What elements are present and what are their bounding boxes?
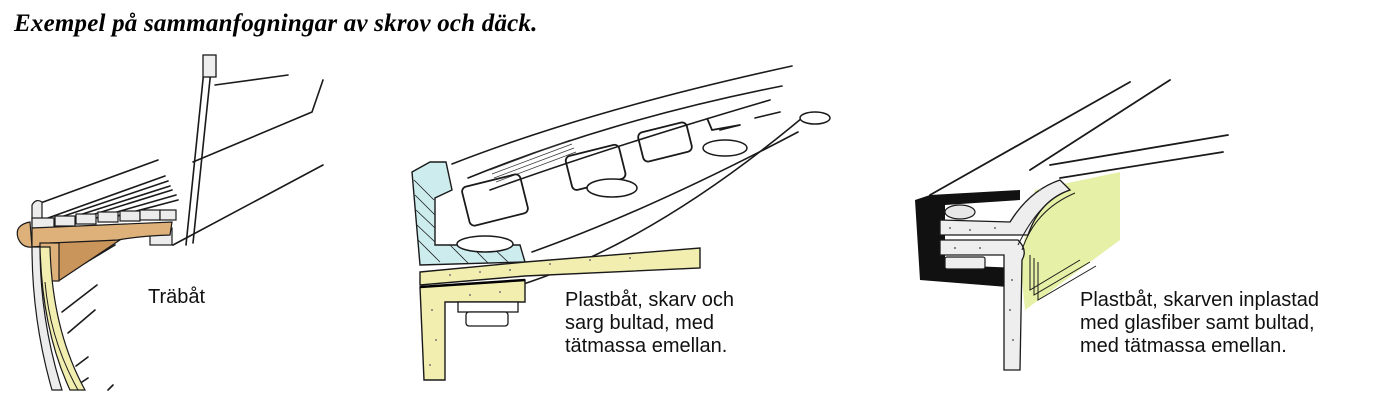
caption-wooden-boat: Träbåt xyxy=(148,286,205,309)
caption-line: tätmassa emellan. xyxy=(565,335,728,357)
caption-line: Träbåt xyxy=(148,286,206,308)
caption-line: sarg bultad, med xyxy=(565,312,714,334)
caption-plastic-bolted: Plastbåt, skarv och sarg bultad, med tät… xyxy=(565,289,734,358)
caption-line: Plastbåt, skarv och xyxy=(565,289,734,311)
caption-line: med glasfiber samt bultad, xyxy=(1080,312,1315,334)
panel-plastic-laminated: Plastbåt, skarven inplastad med glasfibe… xyxy=(900,0,1400,406)
plastic-laminated-joint-illustration xyxy=(915,79,1229,371)
caption-line: med tätmassa emellan. xyxy=(1080,335,1287,357)
panel-wooden-boat: Träbåt xyxy=(0,0,360,406)
figure-title: Exempel på sammanfogningar av skrov och … xyxy=(14,10,538,37)
plastic-bolted-joint-illustration xyxy=(411,65,831,381)
caption-plastic-laminated: Plastbåt, skarven inplastad med glasfibe… xyxy=(1080,289,1319,358)
panel-plastic-bolted: Plastbåt, skarv och sarg bultad, med tät… xyxy=(390,0,870,406)
wooden-boat-joint-illustration xyxy=(16,54,324,391)
caption-line: Plastbåt, skarven inplastad xyxy=(1080,289,1320,311)
